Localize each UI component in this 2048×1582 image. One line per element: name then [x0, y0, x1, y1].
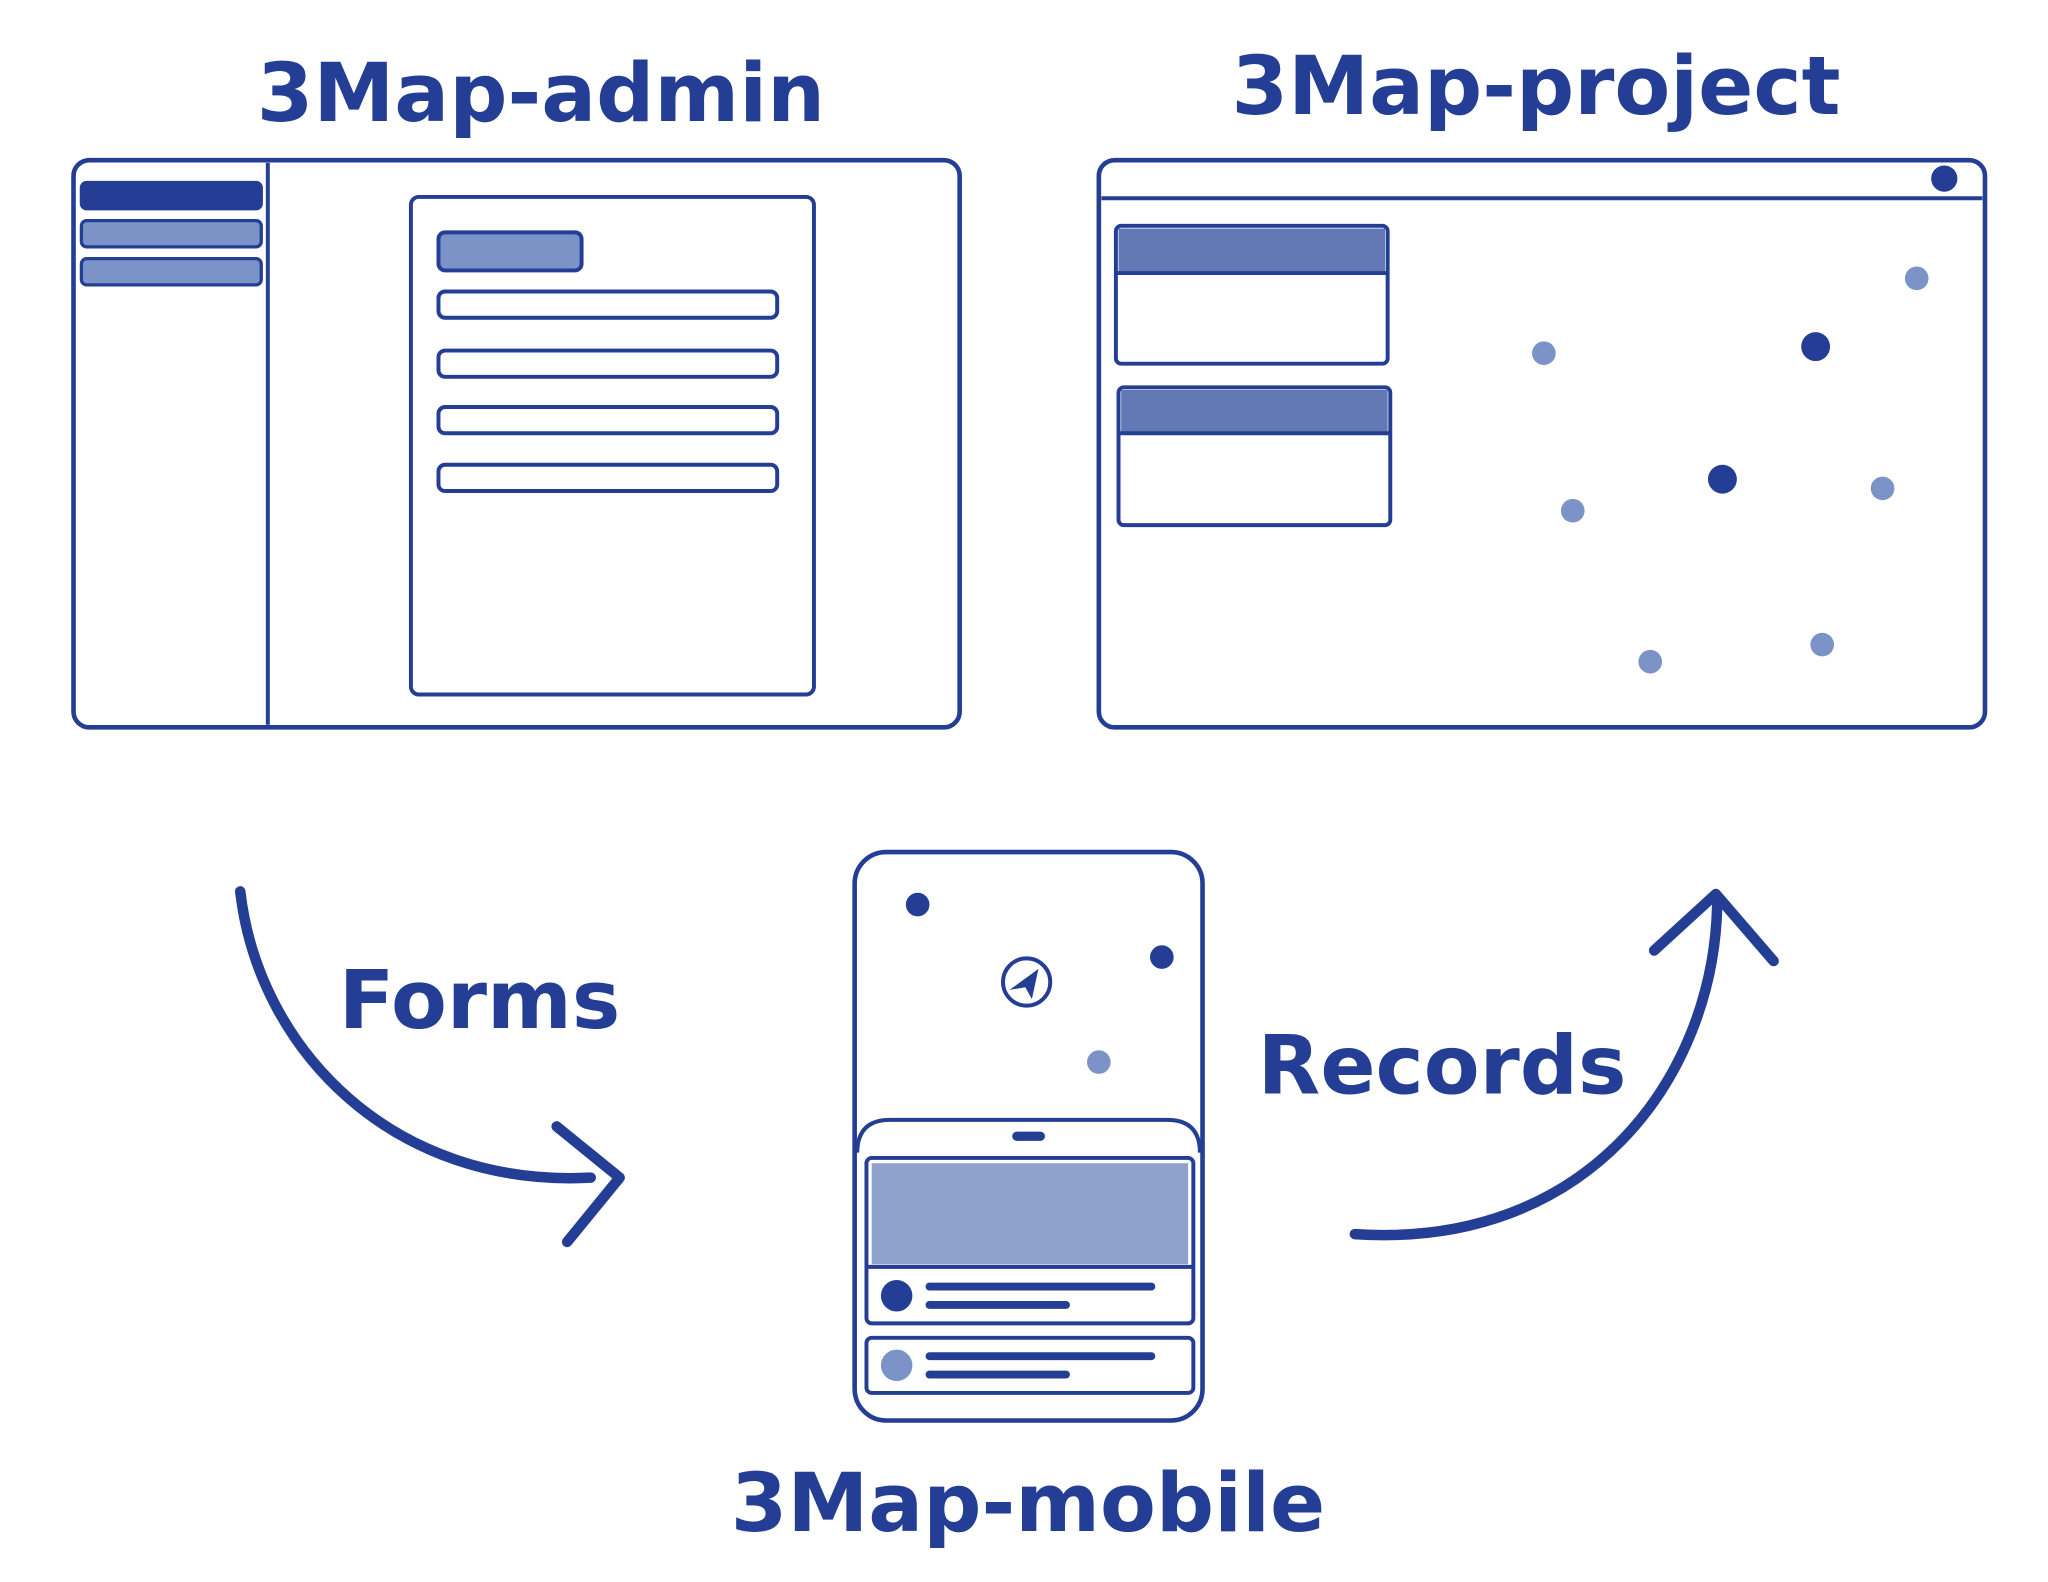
form-header-button[interactable]: [436, 230, 584, 273]
map-point[interactable]: [1150, 945, 1174, 969]
curved-arrow-up-right-icon: [1349, 888, 1779, 1241]
user-avatar-icon[interactable]: [1931, 165, 1958, 192]
admin-sidebar: [79, 180, 263, 287]
admin-form-panel: [408, 194, 816, 697]
map-point[interactable]: [1087, 1050, 1111, 1074]
project-window: [1096, 157, 1988, 730]
form-field[interactable]: [436, 462, 780, 493]
admin-title: 3Map-admin: [257, 46, 825, 141]
mobile-title: 3Map-mobile: [731, 1456, 1325, 1551]
admin-window: [71, 157, 962, 730]
form-field[interactable]: [436, 405, 780, 436]
navigation-compass-icon[interactable]: [1001, 956, 1053, 1008]
sheet-handle[interactable]: [1012, 1131, 1046, 1141]
project-card[interactable]: [1113, 223, 1390, 366]
records-label: Records: [1258, 1019, 1627, 1114]
map-point[interactable]: [1870, 476, 1895, 501]
map-point[interactable]: [1532, 341, 1556, 365]
avatar-dot-icon: [880, 1280, 913, 1312]
project-card[interactable]: [1116, 385, 1393, 528]
curved-arrow-down-right-icon: [234, 886, 625, 1248]
mobile-bottom-sheet: [855, 1117, 1202, 1395]
sidebar-item-active[interactable]: [79, 180, 263, 211]
map-point[interactable]: [1904, 266, 1929, 291]
project-title: 3Map-project: [1231, 39, 1840, 134]
form-field[interactable]: [436, 289, 780, 320]
map-points: [1532, 266, 1929, 674]
avatar-dot-icon: [880, 1349, 913, 1382]
sidebar-item[interactable]: [79, 218, 263, 249]
map-point[interactable]: [1560, 498, 1585, 523]
record-card[interactable]: [864, 1155, 1196, 1326]
forms-label: Forms: [339, 953, 621, 1048]
map-point[interactable]: [1801, 332, 1831, 362]
map-point[interactable]: [1810, 632, 1835, 657]
mobile-device: [852, 849, 1205, 1423]
map-point[interactable]: [1638, 649, 1663, 674]
sidebar-item[interactable]: [79, 257, 263, 287]
form-field[interactable]: [436, 348, 780, 379]
record-list-item[interactable]: [864, 1335, 1196, 1395]
map-point[interactable]: [905, 892, 930, 917]
map-point[interactable]: [1707, 464, 1737, 494]
